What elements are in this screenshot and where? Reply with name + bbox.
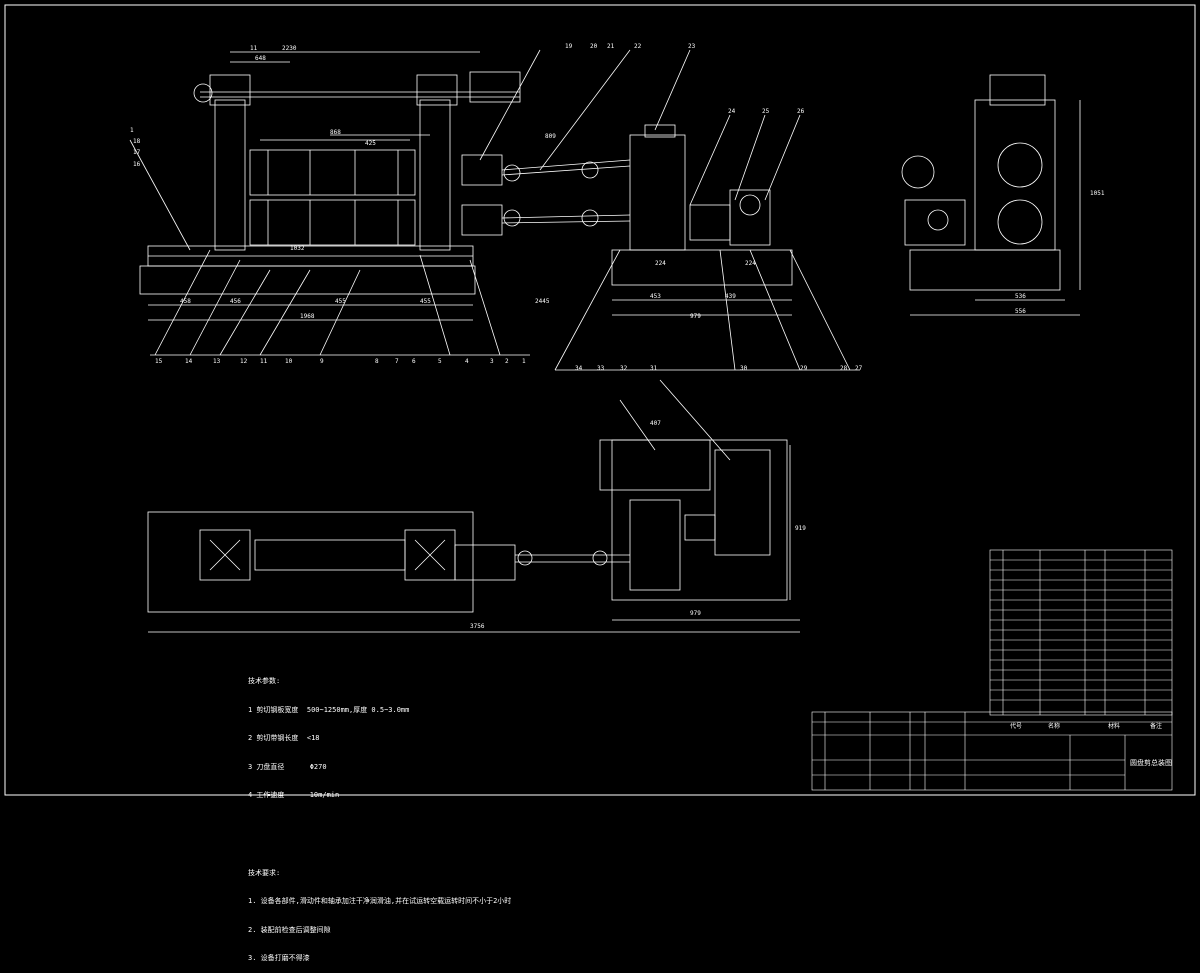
requirement-3: 3. 设备打磨不得漆 <box>248 954 310 962</box>
svg-text:2445: 2445 <box>535 298 550 305</box>
svg-text:11: 11 <box>260 358 268 365</box>
svg-text:1051: 1051 <box>1090 190 1105 197</box>
svg-text:1: 1 <box>130 127 134 134</box>
svg-text:21: 21 <box>607 43 615 50</box>
svg-text:1: 1 <box>522 358 526 365</box>
svg-text:7: 7 <box>395 358 399 365</box>
svg-text:458: 458 <box>180 298 191 305</box>
svg-text:18: 18 <box>133 138 141 145</box>
svg-text:备注: 备注 <box>1150 722 1162 730</box>
svg-text:2: 2 <box>505 358 509 365</box>
svg-text:868: 868 <box>330 129 341 136</box>
svg-text:224: 224 <box>745 260 756 267</box>
svg-text:8: 8 <box>375 358 379 365</box>
svg-text:17: 17 <box>133 149 141 156</box>
svg-text:4: 4 <box>465 358 469 365</box>
svg-text:11: 11 <box>250 45 258 52</box>
technical-notes: 技术参数: 1 剪切钢板宽度 500~1250mm,厚度 0.5~3.0mm 2… <box>248 658 511 973</box>
svg-text:425: 425 <box>365 140 376 147</box>
svg-text:16: 16 <box>133 161 141 168</box>
svg-text:30: 30 <box>740 365 748 372</box>
svg-text:26: 26 <box>797 108 805 115</box>
svg-text:名称: 名称 <box>1048 722 1060 730</box>
svg-text:456: 456 <box>230 298 241 305</box>
title-block-name: 圆盘剪总装图 <box>1130 758 1172 767</box>
svg-text:15: 15 <box>155 358 163 365</box>
side-view <box>901 74 1081 316</box>
top-view <box>147 379 800 633</box>
svg-text:23: 23 <box>688 43 696 50</box>
svg-text:3: 3 <box>490 358 494 365</box>
svg-text:1032: 1032 <box>290 245 305 252</box>
svg-text:9: 9 <box>320 358 324 365</box>
svg-text:22: 22 <box>634 43 642 50</box>
svg-text:代号: 代号 <box>1010 722 1022 730</box>
svg-text:13: 13 <box>213 358 221 365</box>
svg-text:32: 32 <box>620 365 628 372</box>
svg-text:31: 31 <box>650 365 658 372</box>
svg-text:25: 25 <box>762 108 770 115</box>
svg-text:20: 20 <box>590 43 598 50</box>
svg-text:648: 648 <box>255 55 266 62</box>
requirement-2: 2. 装配前检查后调整间隙 <box>248 925 331 934</box>
svg-text:5: 5 <box>438 358 442 365</box>
svg-text:453: 453 <box>650 293 661 300</box>
svg-text:919: 919 <box>795 525 806 532</box>
notes-param-4: 4 工作速度 10m/min <box>248 791 340 799</box>
notes-param-3: 3 刀盘直径 Φ270 <box>248 762 327 771</box>
svg-text:28: 28 <box>840 365 848 372</box>
drawing-canvas: 2230 648 11 868 425 458 456 455 455 1968… <box>4 4 1196 796</box>
parts-list <box>811 549 1173 791</box>
svg-text:3756: 3756 <box>470 623 485 630</box>
svg-text:27: 27 <box>855 365 863 372</box>
svg-text:14: 14 <box>185 358 193 365</box>
svg-text:809: 809 <box>545 133 556 140</box>
svg-text:19: 19 <box>565 43 573 50</box>
parts-header: 名称 代号 材料 备注 <box>1010 722 1162 730</box>
svg-text:407: 407 <box>650 420 661 427</box>
svg-text:6: 6 <box>412 358 416 365</box>
svg-text:24: 24 <box>728 108 736 115</box>
svg-text:10: 10 <box>285 358 293 365</box>
requirement-1: 1. 设备各部件,滑动件和轴承加注干净润滑油,并在试运转空载运转时间不小于2小时 <box>248 897 512 905</box>
svg-text:536: 536 <box>1015 293 1026 300</box>
svg-text:12: 12 <box>240 358 248 365</box>
notes-title: 技术参数: <box>248 677 281 685</box>
svg-text:材料: 材料 <box>1108 722 1120 730</box>
svg-text:439: 439 <box>725 293 736 300</box>
notes-param-2: 2 剪切带钢长度 <18 <box>248 734 320 742</box>
requirements-title: 技术要求: <box>248 868 281 877</box>
svg-text:1968: 1968 <box>300 313 315 320</box>
dim-top: 2230 <box>282 45 297 52</box>
svg-text:455: 455 <box>335 298 346 305</box>
svg-text:33: 33 <box>597 365 605 372</box>
svg-text:29: 29 <box>800 365 808 372</box>
svg-text:224: 224 <box>655 260 666 267</box>
svg-text:455: 455 <box>420 298 431 305</box>
front-view <box>129 49 860 371</box>
svg-text:34: 34 <box>575 365 583 372</box>
notes-param-1: 1 剪切钢板宽度 500~1250mm,厚度 0.5~3.0mm <box>248 705 410 714</box>
svg-text:556: 556 <box>1015 308 1026 315</box>
svg-text:979: 979 <box>690 610 701 617</box>
svg-text:979: 979 <box>690 313 701 320</box>
